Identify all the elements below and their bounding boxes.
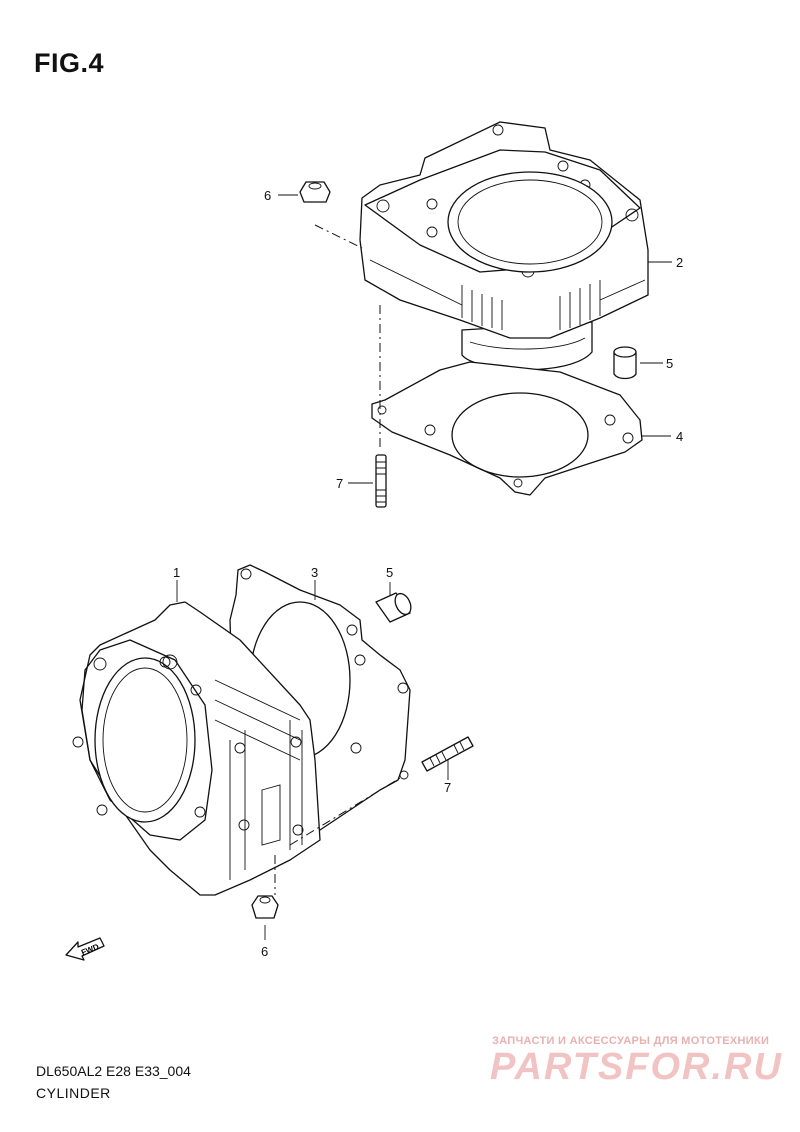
- callout-bot-3: 3: [311, 565, 318, 580]
- top-gasket-part-4[interactable]: [371, 361, 643, 496]
- callout-bot-6: 6: [261, 944, 268, 959]
- callout-top-6: 6: [264, 188, 271, 203]
- bottom-leader-lines: [176, 580, 449, 940]
- callout-top-5: 5: [666, 356, 673, 371]
- top-leader-lines: [278, 194, 672, 484]
- bottom-nut-part-6[interactable]: [251, 895, 279, 919]
- model-code: DL650AL2 E28 E33_004: [36, 1063, 191, 1079]
- callout-top-2: 2: [676, 255, 683, 270]
- top-nut-part-6[interactable]: [299, 181, 331, 203]
- top-cylinder-part-2[interactable]: [359, 121, 649, 371]
- part-name: CYLINDER: [36, 1085, 111, 1101]
- watermark-logo: PARTSFOR.RU: [490, 1046, 783, 1088]
- callout-bot-1: 1: [173, 565, 180, 580]
- watermark-tagline: ЗАПЧАСТИ И АКСЕССУАРЫ ДЛЯ МОТОТЕХНИКИ: [492, 1035, 770, 1047]
- figure-title: FIG.4: [34, 48, 105, 78]
- callout-top-4: 4: [676, 429, 683, 444]
- bottom-dowel-pin-part-5[interactable]: [375, 591, 414, 623]
- bottom-stud-part-7[interactable]: [421, 736, 474, 772]
- fwd-direction-arrow: FWD: [65, 937, 105, 961]
- top-stud-part-7[interactable]: [375, 454, 387, 508]
- top-dowel-pin-part-5[interactable]: [613, 346, 637, 380]
- callout-bot-7: 7: [444, 780, 451, 795]
- bottom-cylinder-part-1[interactable]: [72, 601, 321, 896]
- callout-bot-5: 5: [386, 565, 393, 580]
- callout-top-7: 7: [336, 476, 343, 491]
